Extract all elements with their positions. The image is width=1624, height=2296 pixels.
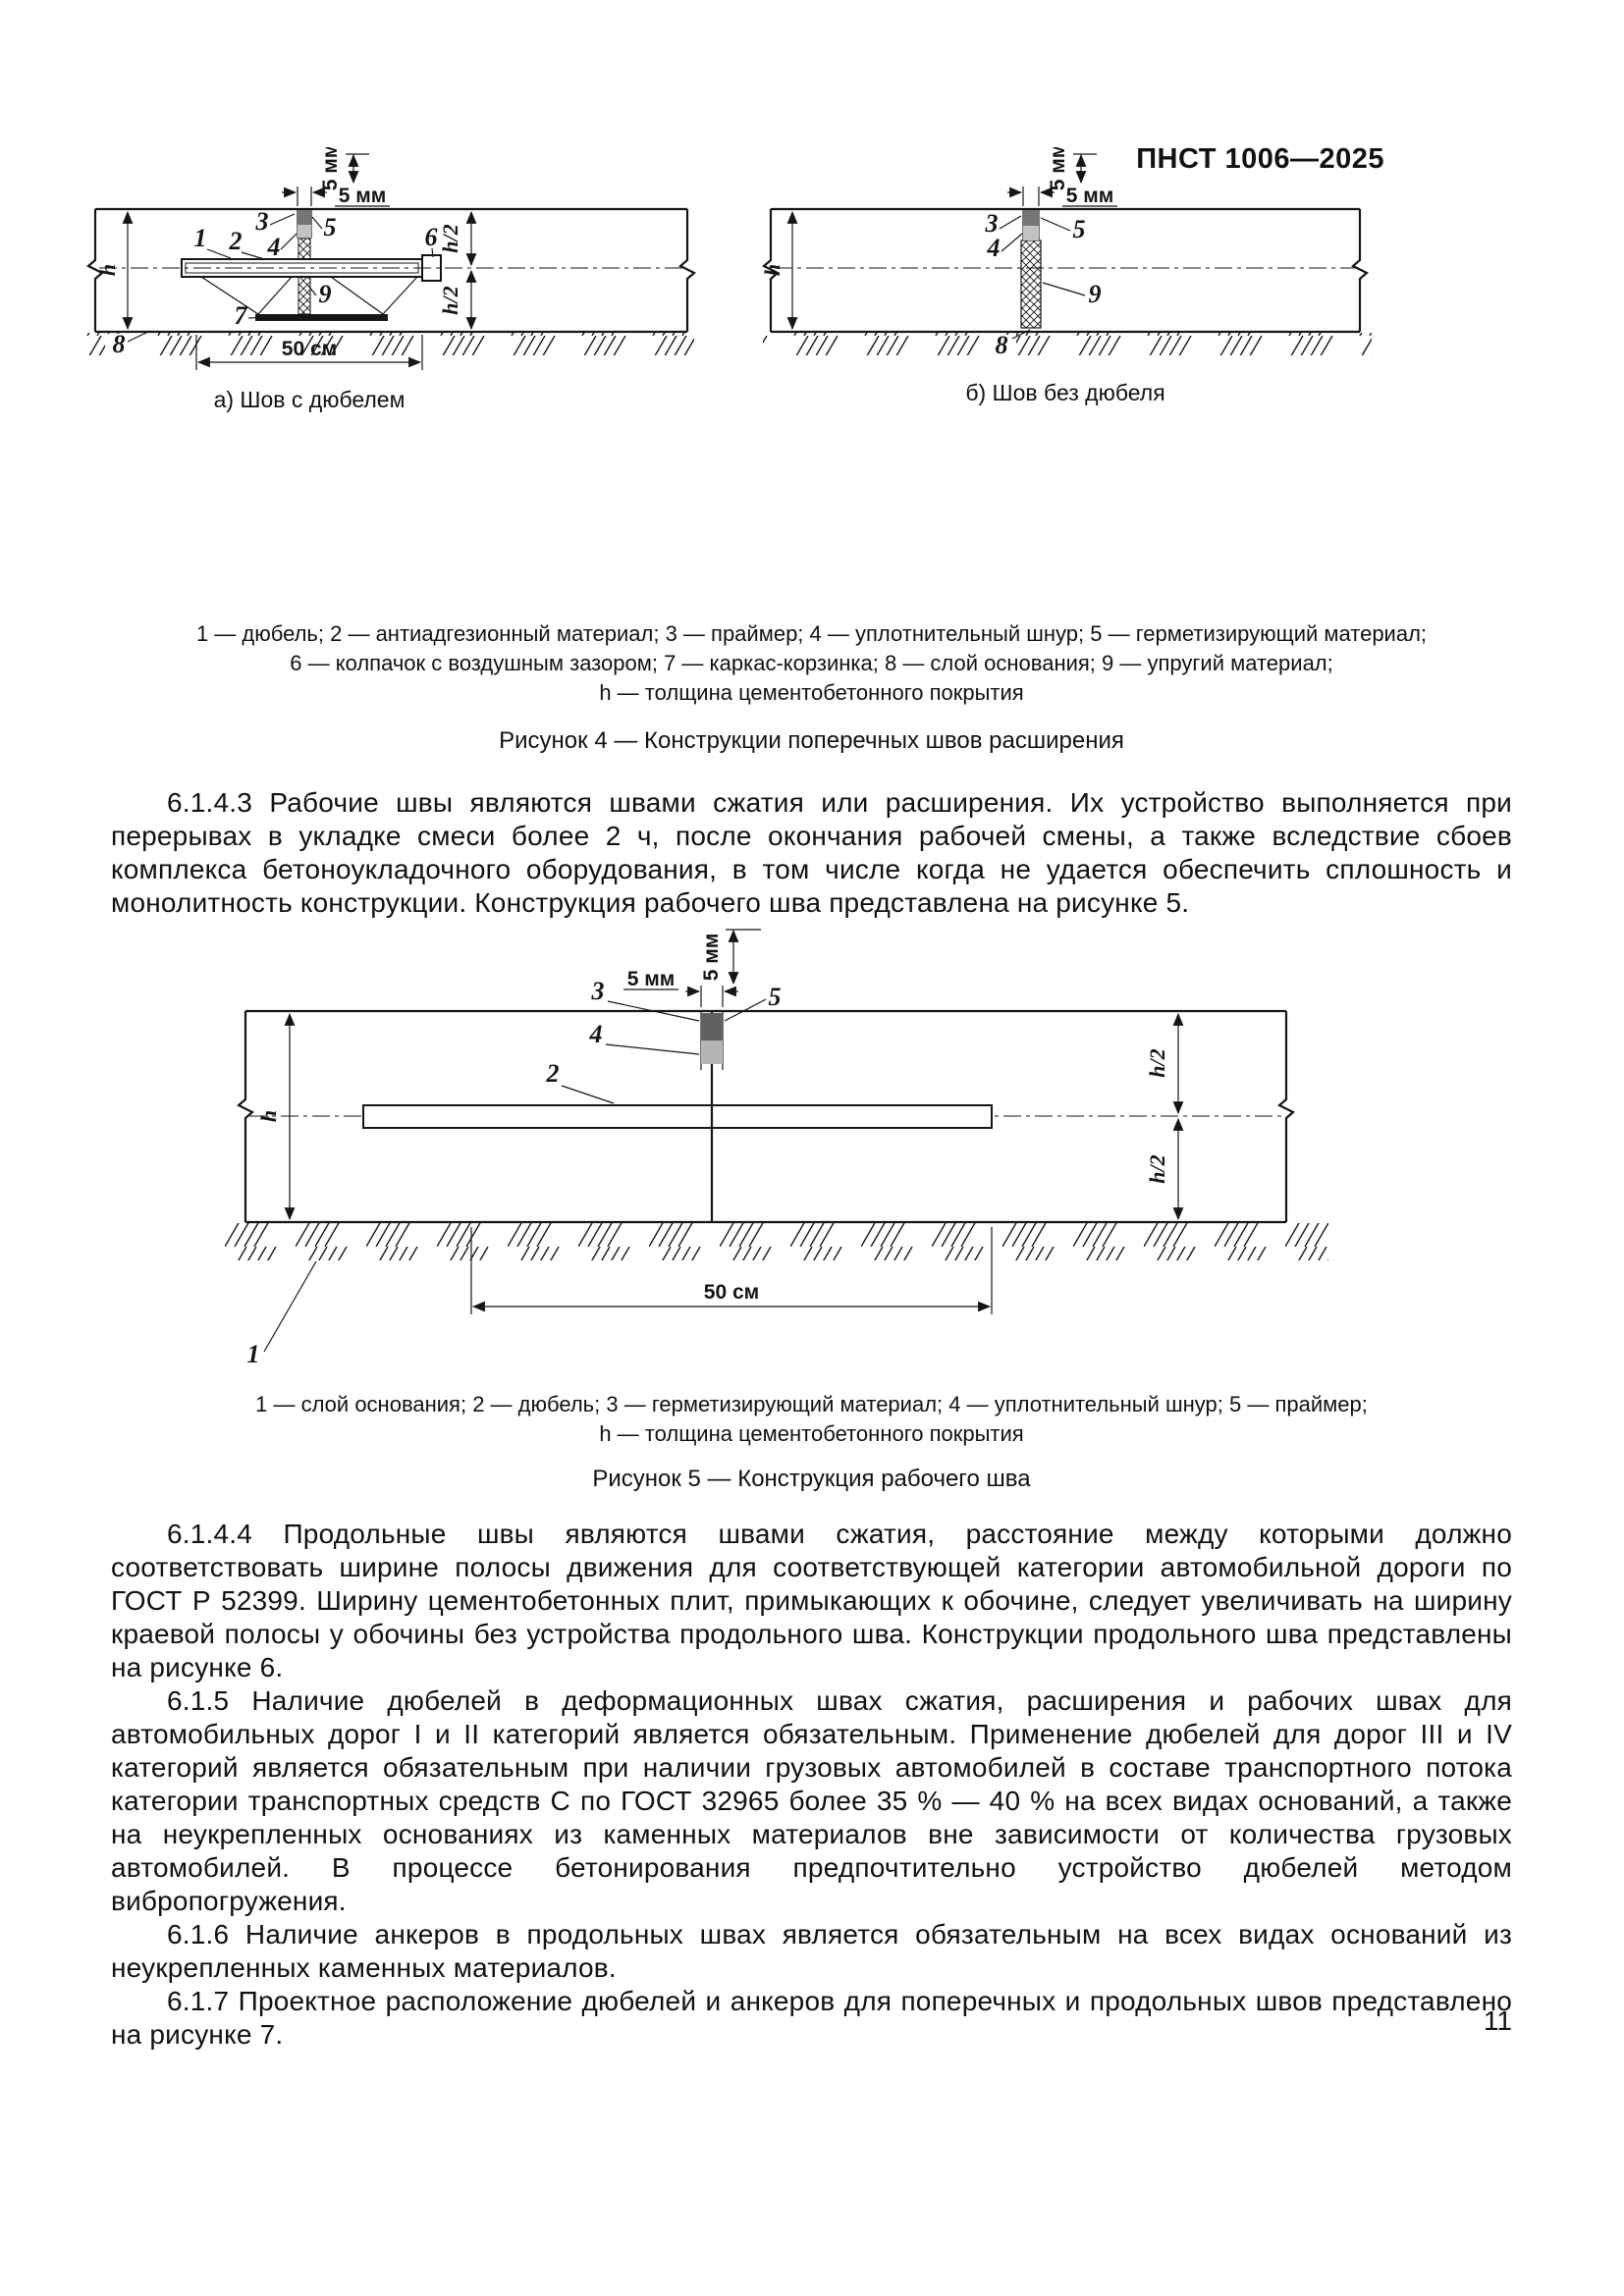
fig4b-label-5: 5 — [1073, 215, 1086, 243]
fig4b-label-4: 4 — [987, 234, 1001, 262]
fig5-dim-seal-depth: 5 мм — [700, 934, 723, 982]
fig5-label-1: 1 — [247, 1340, 260, 1368]
fig4b-elastic — [1020, 240, 1042, 329]
fig4b-dim-seal-depth: 5 мм — [1047, 147, 1069, 190]
figure5-drawing: h h/2 h/2 5 мм 5 мм 50 см 2 3 5 — [209, 929, 1328, 1368]
fig5-label-3: 3 — [591, 977, 605, 1005]
figure4b-caption: б) Шов без дюбеля — [965, 380, 1165, 405]
fig5-dim-h2-lower: h/2 — [1145, 1154, 1169, 1183]
fig4b-seal-cord — [1023, 226, 1039, 240]
fig4a-break-right — [678, 209, 696, 332]
paragraph-6-1-5: 6.1.5 Наличие дюбелей в деформационных ш… — [111, 1685, 1512, 1916]
figure4-legend: 1 — дюбель; 2 — антиадгезионный материал… — [111, 619, 1512, 708]
figure4-legend-line3: h — толщина цементобетонного покрытия — [599, 680, 1024, 705]
fig5-working-joint: h h/2 h/2 5 мм 5 мм 50 см 2 3 5 — [209, 929, 1328, 1368]
paragraph-6-1-4-3-text: 6.1.4.3 Рабочие швы являются швами сжати… — [111, 787, 1512, 918]
fig4b-dim-joint-width: 5 мм — [1066, 185, 1114, 207]
fig5-seal-cord — [701, 1041, 723, 1064]
fig4a-seal-cord — [298, 225, 311, 239]
fig4a-base-layer — [85, 333, 694, 355]
doc-number: ПНСТ 1006—2025 — [1136, 143, 1384, 175]
fig4a-elastic-upper — [298, 238, 311, 260]
fig4a-dim-seal-depth: 5 мм — [319, 147, 342, 190]
fig4a-label-5: 5 — [324, 213, 337, 241]
figure5-legend-line1: 1 — слой основания; 2 — дюбель; 3 — герм… — [255, 1392, 1368, 1416]
fig4b-label-9: 9 — [1089, 280, 1102, 308]
fig4a-label-2: 2 — [229, 227, 243, 255]
fig4a-basket-frame — [200, 276, 418, 315]
fig4a-label-7: 7 — [235, 301, 248, 330]
fig4a-label-9: 9 — [319, 280, 332, 308]
fig4b-sealant — [1023, 210, 1039, 226]
fig5-label-4: 4 — [589, 1020, 603, 1048]
figure5-title: Рисунок 5 — Конструкция рабочего шва — [592, 1466, 1031, 1492]
paragraph-6-1-4-3: 6.1.4.3 Рабочие швы являются швами сжати… — [111, 786, 1512, 920]
fig5-dim-width-50cm: 50 см — [704, 1281, 759, 1304]
fig4a-dimensions: h h/2 h/2 5 мм 5 мм 50 см — [95, 147, 477, 370]
body-paragraphs: 6.1.4.4 Продольные швы являются швами сж… — [111, 1518, 1512, 2052]
fig4a-basket-base — [255, 314, 388, 321]
page-number: 11 — [1483, 2005, 1512, 2036]
paragraph-6-1-4-4: 6.1.4.4 Продольные швы являются швами сж… — [111, 1519, 1512, 1682]
fig5-dim-h: h — [256, 1110, 281, 1122]
figure4a-caption: а) Шов с дюбелем — [213, 387, 406, 412]
fig4a-dim-width-50cm: 50 см — [282, 338, 337, 360]
fig5-break-left — [237, 1011, 254, 1222]
fig4a-dim-joint-width: 5 мм — [339, 185, 387, 207]
fig4a-label-6: 6 — [425, 223, 438, 251]
fig4a-sealant — [298, 210, 311, 225]
figure5-legend-line2: h — толщина цементобетонного покрытия — [599, 1421, 1024, 1446]
figure4-legend-line2: 6 — колпачок с воздушным зазором; 7 — ка… — [290, 651, 1333, 675]
fig4b-labels: 3 4 5 9 8 — [985, 209, 1102, 359]
figure4-drawing: h h/2 h/2 5 мм 5 мм 50 см 1 2 3 — [85, 147, 1372, 370]
fig4b-label-3: 3 — [985, 209, 999, 238]
figure4-legend-line1: 1 — дюбель; 2 — антиадгезионный материал… — [195, 621, 1428, 646]
fig5-dimensions: h h/2 h/2 5 мм 5 мм 50 см — [256, 929, 1184, 1314]
fig4a-label-4: 4 — [267, 233, 281, 261]
figure5-legend: 1 — слой основания; 2 — дюбель; 3 — герм… — [111, 1390, 1512, 1449]
fig5-label-5: 5 — [769, 983, 782, 1011]
fig4b-base-layer — [763, 333, 1372, 355]
fig4b-break-right — [1351, 209, 1369, 332]
fig5-dim-joint-width: 5 мм — [627, 968, 676, 990]
fig4a-label-3: 3 — [255, 207, 269, 236]
fig4a-label-1: 1 — [194, 224, 207, 252]
fig4b-dim-h: h — [760, 264, 785, 276]
fig5-break-right — [1277, 1011, 1295, 1222]
fig4b-break-left — [762, 209, 780, 332]
fig4a-label-8: 8 — [113, 330, 126, 358]
fig4a-joint-with-dowel: h h/2 h/2 5 мм 5 мм 50 см 1 2 3 — [85, 147, 696, 370]
fig5-base-layer — [209, 1223, 1328, 1260]
fig4a-break-left — [86, 209, 104, 332]
fig5-sealant — [701, 1013, 723, 1041]
fig4a-dim-h: h — [95, 264, 120, 276]
fig4a-dim-h2-lower: h/2 — [438, 286, 462, 314]
fig4b-label-8: 8 — [996, 331, 1008, 359]
fig4b-dimensions: h 5 мм 5 мм — [760, 147, 1117, 331]
fig5-labels: 2 3 5 4 1 — [247, 977, 782, 1368]
fig5-dim-h2-upper: h/2 — [1145, 1048, 1169, 1077]
paragraph-6-1-7: 6.1.7 Проектное расположение дюбелей и а… — [111, 1986, 1512, 2050]
paragraph-6-1-6: 6.1.6 Наличие анкеров в продольных швах … — [111, 1919, 1512, 1983]
fig5-dowel — [362, 1104, 993, 1129]
fig4b-joint-without-dowel: h 5 мм 5 мм 3 4 5 9 8 — [760, 147, 1372, 359]
figure4-title: Рисунок 4 — Конструкции поперечных швов … — [499, 727, 1124, 754]
fig4a-dim-h2-upper: h/2 — [438, 224, 462, 252]
fig5-label-2: 2 — [546, 1059, 560, 1088]
fig4a-labels: 1 2 3 4 5 6 9 7 8 — [105, 207, 438, 358]
fig4a-elastic-lower — [298, 276, 311, 315]
